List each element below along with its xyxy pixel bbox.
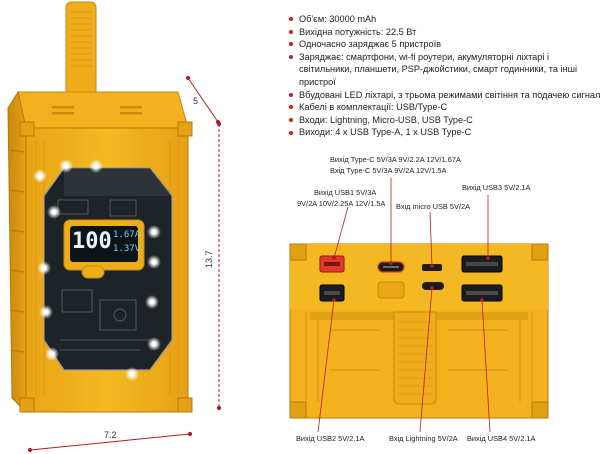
spec-item: Вбудовані LED ліхтарі, з трьома режимами… [287, 89, 600, 102]
bullet-icon [289, 29, 293, 34]
bullet-icon [289, 92, 293, 97]
dimension-depth: 5 [193, 96, 199, 106]
side-button [377, 281, 405, 299]
dimension-lines [27, 75, 222, 453]
dimension-width: 7.2 [104, 430, 117, 440]
bullet-icon [289, 17, 293, 22]
display-top-unit: A [134, 230, 141, 240]
carry-strap [65, 1, 97, 93]
display-top-value: 1.67 [113, 230, 135, 240]
bullet-icon [289, 130, 293, 135]
label-usb1-qc: 9V/2A 10V/2.25A 12V/1.5A [297, 199, 386, 208]
label-micro-usb: Вхід micro USB 5V/2A [396, 202, 471, 211]
bullet-icon [289, 55, 293, 60]
display-bottom-value: 1.37 [113, 244, 135, 254]
spec-item: Виходи: 4 x USB Type-A, 1 x USB Type-C [287, 126, 599, 139]
led-lights [33, 159, 161, 381]
label-typec-input: Вхід Type-C 5V/3A 9V/2A 12V/1.5A [330, 166, 447, 175]
label-usb2: Вихід USB2 5V/2.1A [296, 434, 365, 443]
display-bottom-unit: V [134, 244, 141, 254]
display-primary-value: 100 [72, 229, 112, 254]
spec-item: Вихідна потужність: 22.5 Вт [287, 26, 599, 39]
spec-item: Входи: Lightning, Micro-USB, USB Type-C [287, 114, 599, 127]
label-lightning: Вхід Lightning 5V/2A [389, 434, 458, 443]
label-usb3: Вихід USB3 5V/2.1A [462, 183, 531, 192]
label-usb1: Вихід USB1 5V/3A [314, 188, 377, 197]
spec-item: Заряджає: смартфони, wi-fi роутери, акум… [287, 51, 599, 89]
label-typec-output: Вихід Type-C 5V/3A 9V/2.2A 12V/1.67A [330, 155, 461, 164]
label-usb4: Вихід USB4 5V/2.1A [467, 434, 536, 443]
spec-list: Об'єм: 30000 mAh Вихідна потужність: 22.… [287, 13, 600, 139]
dimension-height: 13.7 [204, 250, 214, 268]
spec-item: Одночасно заряджає 5 пристроїв [287, 38, 599, 51]
lightning-port [422, 282, 444, 290]
power-bank-front-view [7, 1, 193, 414]
power-bank-port-view [289, 243, 549, 419]
bullet-icon [289, 118, 293, 123]
power-button [81, 265, 105, 279]
spec-item: Кабелі в комплектації: USB/Type-C [287, 101, 599, 114]
bullet-icon [289, 105, 293, 110]
spec-item: Об'єм: 30000 mAh [287, 13, 599, 26]
digital-display [70, 226, 138, 262]
port-leader-lines [317, 178, 491, 433]
bullet-icon [289, 42, 293, 47]
